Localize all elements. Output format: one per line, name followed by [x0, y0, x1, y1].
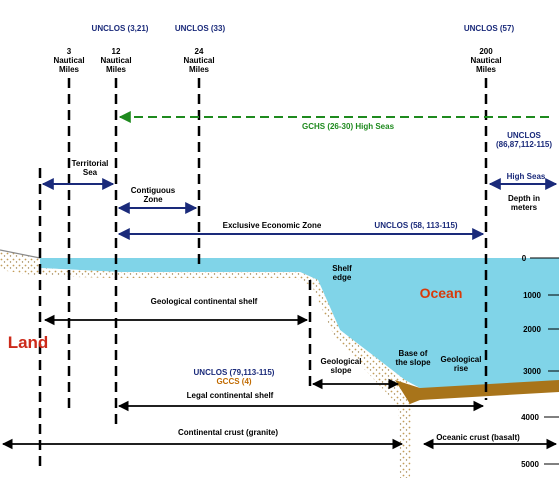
svg-text:Depth in: Depth in — [508, 194, 540, 203]
land-label: Land — [8, 333, 49, 352]
svg-text:24: 24 — [195, 47, 204, 56]
depth-axis-title: Depth in meters — [508, 194, 540, 212]
svg-text:edge: edge — [333, 273, 352, 282]
gchs-high-seas-label: GCHS (26-30) High Seas — [302, 122, 395, 131]
ocean-water — [40, 258, 559, 388]
svg-text:Geological: Geological — [321, 357, 362, 366]
shelf-edge-label: Shelf edge — [332, 264, 352, 282]
svg-text:Miles: Miles — [189, 65, 210, 74]
geological-shelf-label: Geological continental shelf — [151, 297, 258, 306]
shoreline — [0, 249, 41, 259]
svg-text:the slope: the slope — [395, 358, 431, 367]
legal-shelf-label: Legal continental shelf — [187, 391, 274, 400]
unclos-3-21-label: UNCLOS (3,21) — [92, 24, 149, 33]
svg-text:Miles: Miles — [59, 65, 80, 74]
depth-scale: 0 1000 2000 3000 4000 5000 — [521, 254, 559, 469]
depth-tick-0: 0 — [522, 254, 527, 263]
unclos-86-label: UNCLOS (86,87,112-115) — [496, 131, 552, 149]
label-3nm: 3 Nautical Miles — [53, 47, 84, 74]
gccs-label: GCCS (4) — [216, 377, 251, 386]
svg-text:Zone: Zone — [143, 195, 163, 204]
base-of-slope-label: Base of the slope — [395, 349, 431, 367]
eez-label: Exclusive Economic Zone — [223, 221, 322, 230]
unclos-33-label: UNCLOS (33) — [175, 24, 226, 33]
unclos-57-label: UNCLOS (57) — [464, 24, 515, 33]
geological-rise-label: Geological rise — [441, 355, 482, 373]
svg-text:meters: meters — [511, 203, 538, 212]
geological-slope-label: Geological slope — [321, 357, 362, 375]
svg-text:12: 12 — [112, 47, 121, 56]
label-200nm: 200 Nautical Miles — [470, 47, 501, 74]
depth-tick-5000: 5000 — [521, 460, 539, 469]
svg-text:Nautical: Nautical — [53, 56, 84, 65]
svg-text:Geological: Geological — [441, 355, 482, 364]
svg-text:Nautical: Nautical — [183, 56, 214, 65]
territorial-sea-label: Territorial Sea — [72, 159, 109, 177]
depth-tick-4000: 4000 — [521, 413, 539, 422]
svg-text:3: 3 — [67, 47, 72, 56]
continental-crust-label: Continental crust (granite) — [178, 428, 278, 437]
unclos-58-label: UNCLOS (58, 113-115) — [374, 221, 457, 230]
depth-tick-2000: 2000 — [523, 325, 541, 334]
high-seas-label: High Seas — [507, 172, 546, 181]
svg-text:Contiguous: Contiguous — [131, 186, 176, 195]
label-24nm: 24 Nautical Miles — [183, 47, 214, 74]
depth-tick-3000: 3000 — [523, 367, 541, 376]
svg-text:Territorial: Territorial — [72, 159, 109, 168]
contiguous-zone-label: Contiguous Zone — [131, 186, 176, 204]
ocean-label: Ocean — [420, 285, 463, 301]
svg-text:Nautical: Nautical — [100, 56, 131, 65]
seabed-sediment-speckle — [0, 250, 420, 478]
svg-text:Miles: Miles — [106, 65, 127, 74]
label-12nm: 12 Nautical Miles — [100, 47, 131, 74]
depth-tick-1000: 1000 — [523, 291, 541, 300]
svg-text:rise: rise — [454, 364, 469, 373]
svg-text:Miles: Miles — [476, 65, 497, 74]
unclos-79-label: UNCLOS (79,113-115) — [194, 368, 275, 377]
svg-text:(86,87,112-115): (86,87,112-115) — [496, 140, 552, 149]
rise-sediment-wedge — [395, 380, 559, 404]
svg-text:slope: slope — [331, 366, 352, 375]
svg-text:Base of: Base of — [399, 349, 428, 358]
svg-text:Nautical: Nautical — [470, 56, 501, 65]
svg-text:UNCLOS: UNCLOS — [507, 131, 541, 140]
svg-text:Sea: Sea — [83, 168, 98, 177]
svg-text:Shelf: Shelf — [332, 264, 352, 273]
oceanic-crust-label: Oceanic crust (basalt) — [436, 433, 520, 442]
svg-text:200: 200 — [479, 47, 493, 56]
